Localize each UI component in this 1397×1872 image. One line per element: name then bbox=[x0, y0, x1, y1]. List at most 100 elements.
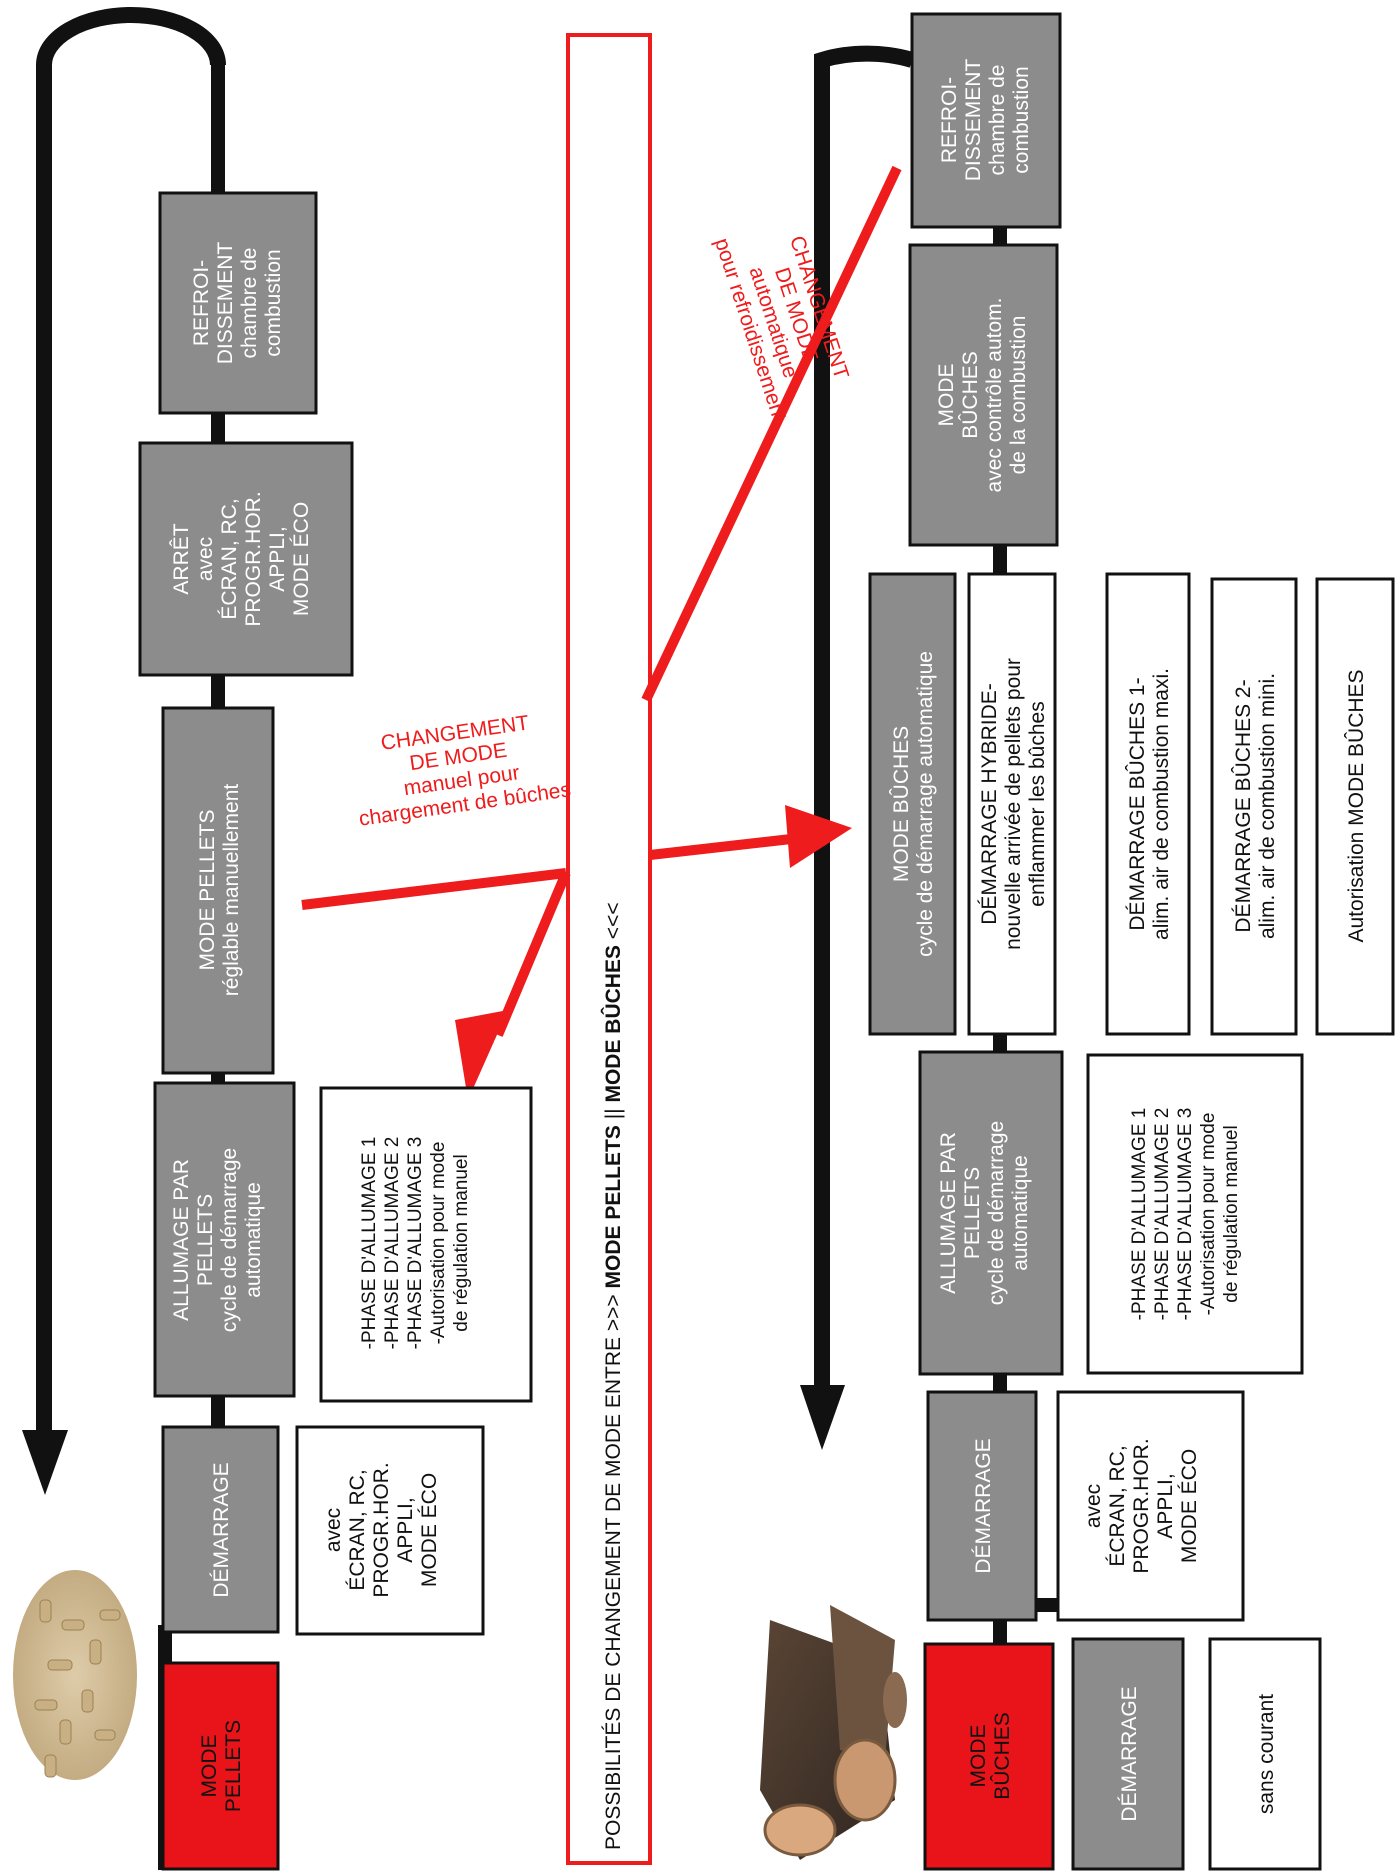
pellets-demarrage-detail-line4: APPLI, bbox=[394, 1497, 417, 1562]
buches-refroidissement-line4: combustion bbox=[1010, 66, 1033, 173]
pellets-arret-box: ARRÊT avec ÉCRAN, RC, PROGR.HOR. APPLI, … bbox=[138, 441, 354, 677]
buches-hybride-line3: enflammer les bûches bbox=[1026, 701, 1049, 906]
buches-start-2-line2: alim. air de combustion mini. bbox=[1256, 673, 1279, 939]
buches-controle-line1: MODE bbox=[935, 364, 958, 427]
pellets-allumage-detail-line5: de régulation manuel bbox=[451, 1154, 472, 1331]
pellets-allumage-line4: automatique bbox=[242, 1182, 265, 1298]
pellets-arret-line3: ÉCRAN, RC, bbox=[218, 498, 241, 619]
change-to-buches-line bbox=[649, 833, 801, 860]
pellets-refroidissement-line2: DISSEMENT bbox=[214, 242, 237, 365]
pellets-arret-line5: APPLI, bbox=[266, 526, 289, 591]
change-to-allumage-head bbox=[455, 1010, 508, 1100]
buches-mode-line1: MODE bbox=[967, 1725, 990, 1788]
buches-refroidissement-box: REFROI- DISSEMENT chambre de combustion bbox=[910, 12, 1062, 229]
pellets-image-icon bbox=[13, 1570, 137, 1780]
buches-allumage-line4: automatique bbox=[1009, 1155, 1032, 1271]
buches-mode-box: MODE BÛCHES bbox=[923, 1642, 1055, 1871]
pellets-manual-mode-line2: réglable manuellement bbox=[220, 784, 243, 997]
buches-start-1-line1: DÉMARRAGE BÛCHES 1- bbox=[1126, 677, 1149, 930]
buches-demarrage-a-box: DÉMARRAGE bbox=[1071, 1637, 1185, 1871]
center-banner-text: POSSIBILITÉS DE CHANGEMENT DE MODE ENTRE… bbox=[601, 902, 625, 1850]
pellets-refroidissement-line3: chambre de bbox=[238, 248, 261, 359]
buches-start-1-box: DÉMARRAGE BÛCHES 1- alim. air de combust… bbox=[1105, 572, 1191, 1036]
pellets-demarrage-detail-line3: PROGR.HOR. bbox=[370, 1462, 393, 1597]
buches-hybride-box: DÉMARRAGE HYBRIDE- nouvelle arrivée de p… bbox=[967, 572, 1057, 1036]
change-auto-line bbox=[641, 165, 902, 703]
buches-auto-start-box: MODE BÛCHES cycle de démarrage automatiq… bbox=[868, 572, 957, 1036]
buches-controle-box: MODE BÛCHES avec contrôle autom. de la c… bbox=[908, 243, 1059, 547]
buches-controle-line3: avec contrôle autom. bbox=[983, 298, 1006, 493]
pellets-arret-line4: PROGR.HOR. bbox=[242, 491, 265, 626]
buches-auto-start-line1: MODE BÛCHES bbox=[890, 726, 913, 882]
buches-allumage-box: ALLUMAGE PAR PELLETS cycle de démarrage … bbox=[918, 1050, 1064, 1376]
pellets-mode-line2: PELLETS bbox=[222, 1720, 245, 1812]
pellets-refroidissement-line4: combustion bbox=[262, 249, 285, 356]
buches-allumage-detail-line3: -PHASE D'ALLUMAGE 3 bbox=[1175, 1108, 1196, 1321]
firewood-logs-image-icon bbox=[760, 1605, 907, 1860]
buches-refroidissement-line1: REFROI- bbox=[938, 77, 961, 163]
pellets-allumage-box: ALLUMAGE PAR PELLETS cycle de démarrage … bbox=[153, 1081, 296, 1398]
buches-demarrage-b-box: DÉMARRAGE bbox=[926, 1390, 1038, 1622]
change-manual-line bbox=[301, 868, 567, 910]
pellets-allumage-line3: cycle de démarrage bbox=[218, 1148, 241, 1332]
change-mode-arrows bbox=[301, 165, 902, 1100]
buches-allumage-detail-line2: -PHASE D'ALLUMAGE 2 bbox=[1152, 1108, 1173, 1321]
buches-start-2-line1: DÉMARRAGE BÛCHES 2- bbox=[1232, 679, 1255, 932]
pellets-mode-box: MODE PELLETS bbox=[161, 1661, 280, 1871]
buches-allumage-detail-line4: -Autorisation pour mode bbox=[1198, 1113, 1219, 1316]
buches-controle-line2: BÛCHES bbox=[959, 351, 982, 439]
center-banner-frame bbox=[566, 33, 652, 1865]
buches-allumage-line2: PELLETS bbox=[961, 1167, 984, 1259]
buches-hybride-line2: nouvelle arrivée de pellets pour bbox=[1002, 658, 1025, 950]
pellets-demarrage-detail-line5: MODE ÉCO bbox=[418, 1473, 441, 1587]
buches-refroidissement-line2: DISSEMENT bbox=[962, 59, 985, 182]
buches-start-1-line2: alim. air de combustion maxi. bbox=[1150, 668, 1173, 940]
buches-sans-courant-box: sans courant bbox=[1208, 1637, 1322, 1871]
buches-allumage-detail-line1: -PHASE D'ALLUMAGE 1 bbox=[1129, 1108, 1150, 1321]
pellets-allumage-line2: PELLETS bbox=[194, 1194, 217, 1286]
pellets-refroidissement-box: REFROI- DISSEMENT chambre de combustion bbox=[158, 191, 318, 415]
buches-allumage-line3: cycle de démarrage bbox=[985, 1121, 1008, 1305]
buches-sans-courant-line1: sans courant bbox=[1255, 1694, 1278, 1814]
pellets-manual-mode-box: MODE PELLETS réglable manuellement bbox=[161, 706, 275, 1075]
buches-allumage-line1: ALLUMAGE PAR bbox=[937, 1132, 960, 1294]
buches-demarrage-b-line1: DÉMARRAGE bbox=[972, 1438, 995, 1573]
buches-mode-line2: BÛCHES bbox=[991, 1712, 1014, 1800]
pellets-demarrage-detail-line2: ÉCRAN, RC, bbox=[346, 1469, 369, 1590]
buches-refroidissement-line3: chambre de bbox=[986, 65, 1009, 176]
buches-autorisation-line1: Autorisation MODE BÛCHES bbox=[1345, 669, 1368, 942]
pellets-allumage-line1: ALLUMAGE PAR bbox=[170, 1159, 193, 1321]
pellets-manual-mode-line1: MODE PELLETS bbox=[196, 809, 219, 970]
buches-demarrage-b-detail-line4: APPLI, bbox=[1154, 1473, 1177, 1538]
buches-controle-line4: de la combustion bbox=[1007, 316, 1030, 475]
change-manual-label: CHANGEMENT DE MODE manuel pour chargemen… bbox=[358, 711, 573, 830]
pellets-demarrage-detail-box: avec ÉCRAN, RC, PROGR.HOR. APPLI, MODE É… bbox=[295, 1425, 485, 1636]
buches-demarrage-b-detail-line1: avec bbox=[1082, 1484, 1105, 1528]
buches-allumage-detail-box: -PHASE D'ALLUMAGE 1 -PHASE D'ALLUMAGE 2 … bbox=[1086, 1053, 1304, 1375]
change-auto-label: CHANGEMENT DE MODE automatique pour refr… bbox=[710, 233, 853, 425]
buches-auto-start-line2: cycle de démarrage automatique bbox=[914, 651, 937, 957]
buches-hybride-line1: DÉMARRAGE HYBRIDE- bbox=[978, 683, 1001, 925]
buches-demarrage-a-line1: DÉMARRAGE bbox=[1118, 1686, 1141, 1821]
pellets-allumage-detail-box: -PHASE D'ALLUMAGE 1 -PHASE D'ALLUMAGE 2 … bbox=[319, 1086, 533, 1403]
pellets-demarrage-detail-line1: avec bbox=[322, 1508, 345, 1552]
pellets-allumage-detail-line1: -PHASE D'ALLUMAGE 1 bbox=[359, 1137, 380, 1350]
pellets-allumage-detail-line2: -PHASE D'ALLUMAGE 2 bbox=[382, 1137, 403, 1350]
pellets-arret-line2: avec bbox=[194, 537, 217, 581]
change-to-buches-head bbox=[785, 805, 852, 868]
buches-demarrage-b-detail-box: avec ÉCRAN, RC, PROGR.HOR. APPLI, MODE É… bbox=[1056, 1390, 1245, 1622]
pellets-demarrage-box: DÉMARRAGE bbox=[161, 1425, 280, 1634]
pellets-arret-line6: MODE ÉCO bbox=[290, 502, 313, 616]
change-to-allumage-line bbox=[493, 871, 571, 1037]
pellets-refroidissement-line1: REFROI- bbox=[190, 260, 213, 346]
pellets-demarrage-line1: DÉMARRAGE bbox=[210, 1462, 233, 1597]
buches-demarrage-b-detail-line3: PROGR.HOR. bbox=[1130, 1438, 1153, 1573]
pellets-arret-line1: ARRÊT bbox=[170, 523, 193, 594]
buches-autorisation-box: Autorisation MODE BÛCHES bbox=[1315, 577, 1395, 1036]
pellets-mode-line1: MODE bbox=[198, 1735, 221, 1798]
buches-demarrage-b-detail-line2: ÉCRAN, RC, bbox=[1106, 1445, 1129, 1566]
pellets-allumage-detail-line4: -Autorisation pour mode bbox=[428, 1142, 449, 1345]
buches-start-2-box: DÉMARRAGE BÛCHES 2- alim. air de combust… bbox=[1210, 577, 1298, 1036]
buches-allumage-detail-line5: de régulation manuel bbox=[1221, 1125, 1242, 1302]
